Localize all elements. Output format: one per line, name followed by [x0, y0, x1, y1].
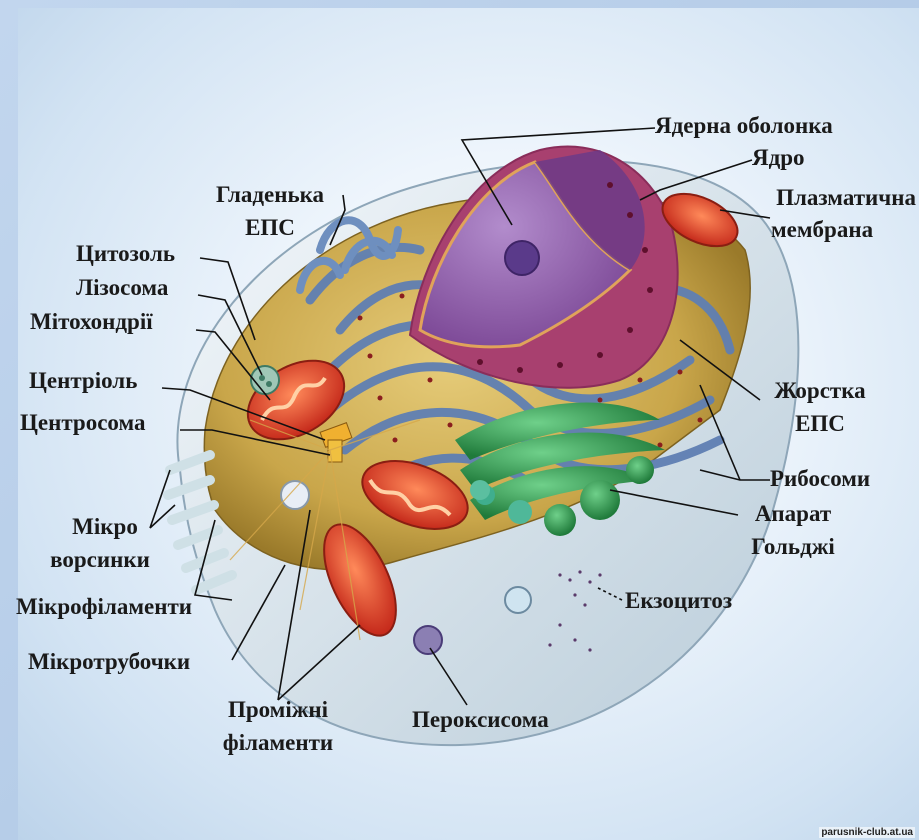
label-microfilaments: Мікрофіламенти — [16, 593, 192, 621]
label-cytosol: Цитозоль — [76, 240, 175, 268]
label-nuclear-envelope: Ядерна оболонка — [655, 112, 833, 140]
label-plasma-membrane-2: мембрана — [771, 216, 873, 244]
label-golgi-1: Апарат — [738, 500, 848, 528]
label-rough-er-1: Жорстка — [760, 377, 880, 405]
label-peroxisome: Пероксисома — [412, 706, 549, 734]
label-smooth-er-1: Гладенька — [200, 181, 340, 209]
watermark: parusnik-club.at.ua — [819, 827, 915, 838]
nucleolus — [505, 241, 539, 275]
label-microvilli-2: ворсинки — [30, 546, 170, 574]
label-centrosome: Центросома — [20, 409, 146, 437]
label-rough-er-2: ЕПС — [760, 410, 880, 438]
label-exocytosis: Екзоцитоз — [625, 587, 732, 615]
label-mitochondria: Мітохондрії — [30, 308, 153, 336]
label-ribosomes: Рибосоми — [770, 465, 870, 493]
label-smooth-er-2: ЕПС — [200, 214, 340, 242]
label-microvilli-1: Мікро — [40, 513, 170, 541]
label-golgi-2: Гольджі — [738, 533, 848, 561]
label-lysosome: Лізосома — [76, 274, 168, 302]
label-intermediate-filaments-2: філаменти — [205, 729, 351, 757]
lysosome — [251, 366, 279, 394]
label-plasma-membrane-1: Плазматична — [720, 184, 916, 212]
label-nucleus: Ядро — [752, 144, 805, 172]
label-microtubules: Мікротрубочки — [28, 648, 190, 676]
label-centriole: Центріоль — [29, 367, 137, 395]
label-intermediate-filaments-1: Проміжні — [205, 696, 351, 724]
